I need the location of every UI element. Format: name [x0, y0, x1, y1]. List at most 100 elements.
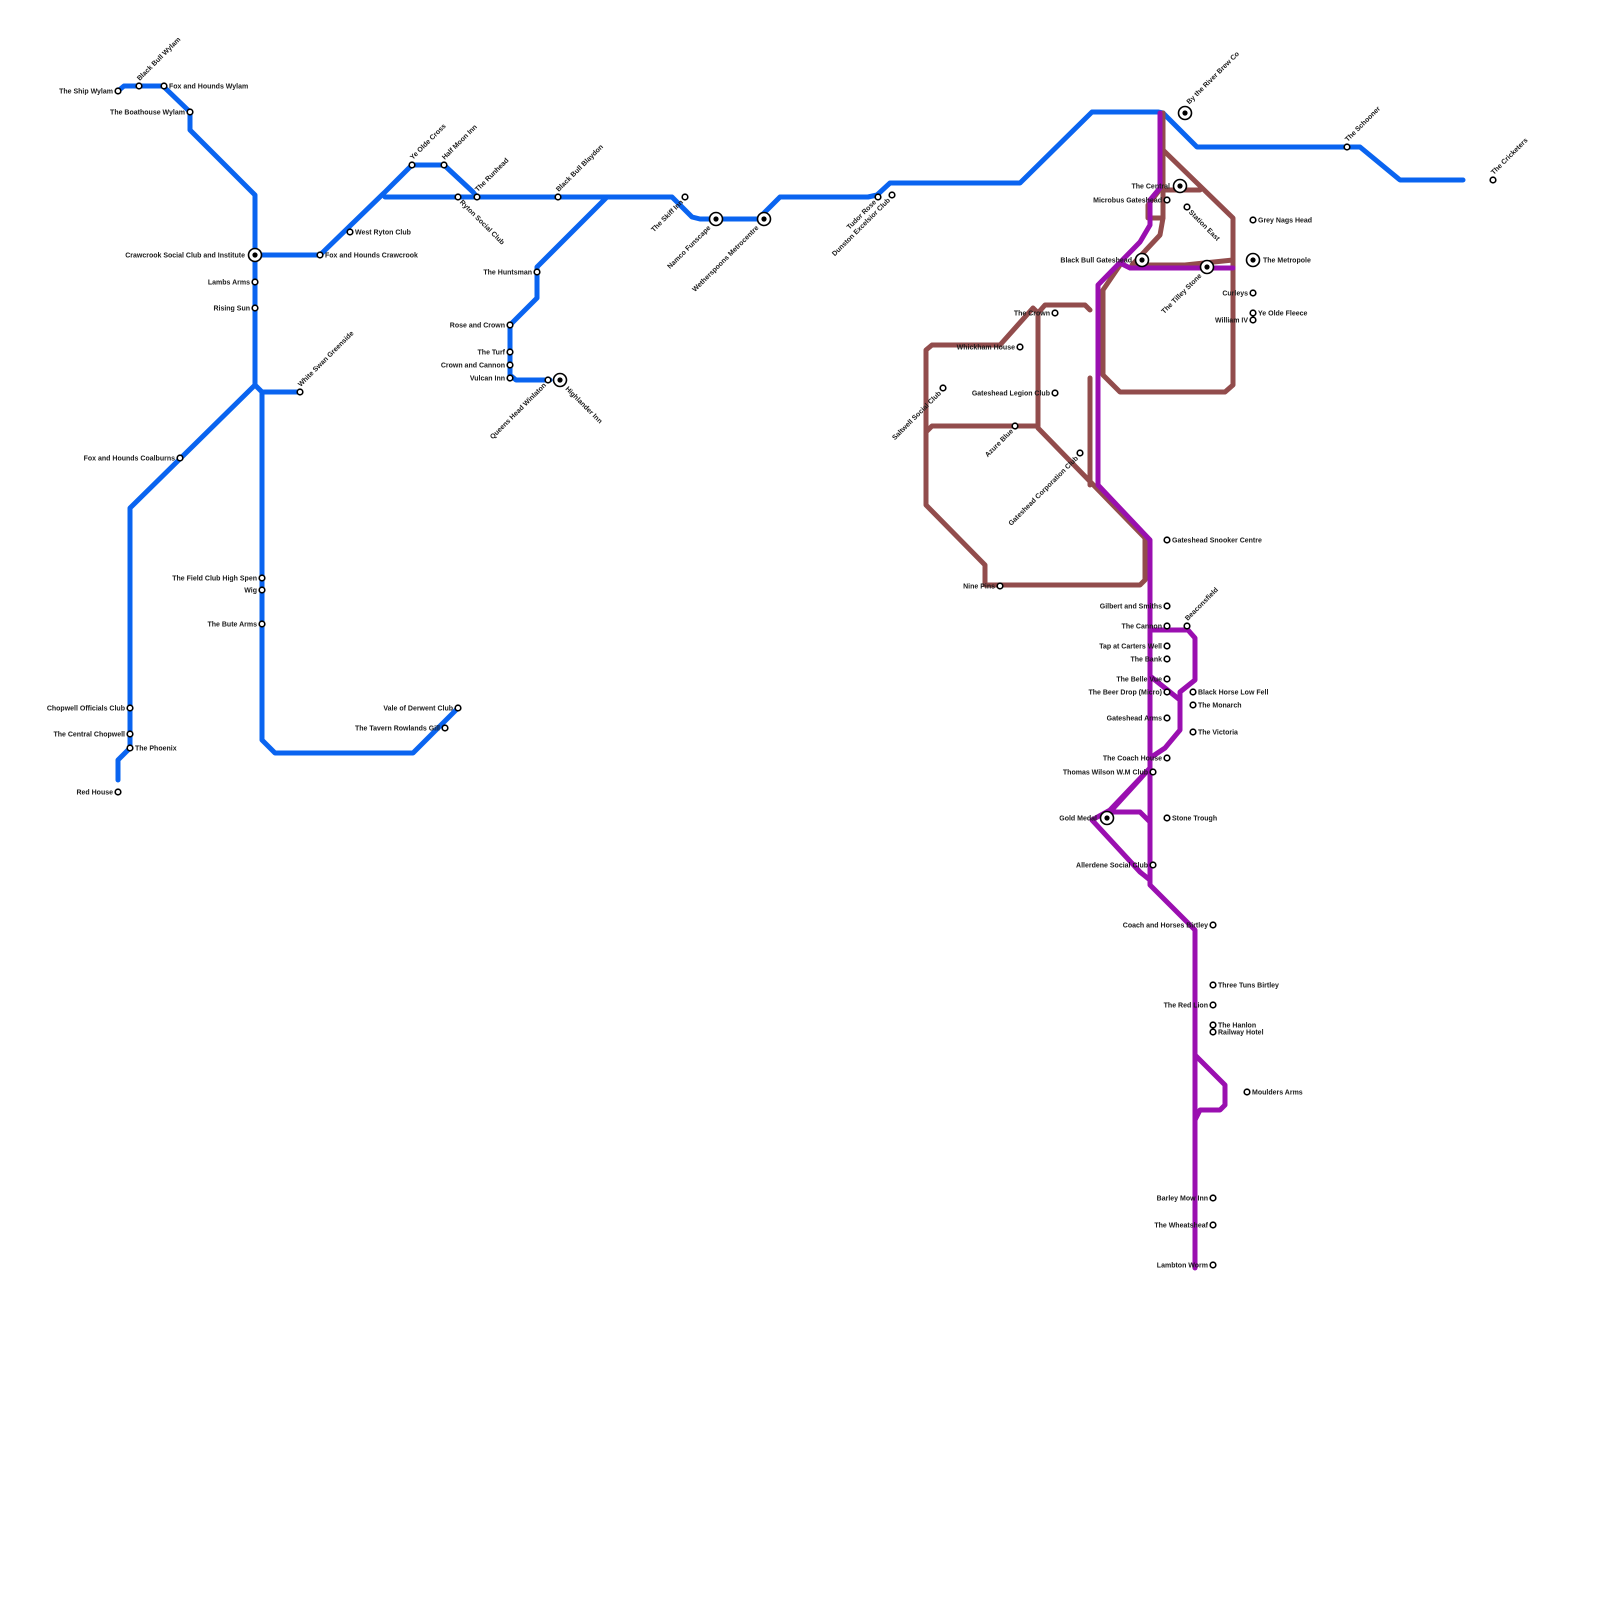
station-marker [440, 161, 448, 169]
station-schooner[interactable] [1343, 143, 1351, 151]
station-vale-derwent[interactable] [454, 704, 462, 712]
station-tavern-rowlands[interactable] [441, 724, 449, 732]
station-marker [681, 193, 689, 201]
station-marker [1163, 675, 1171, 683]
station-skiff-inn[interactable] [681, 193, 689, 201]
station-tudor-rose[interactable] [874, 193, 882, 201]
station-marker [1209, 1194, 1217, 1202]
station-coach-house[interactable] [1163, 754, 1171, 762]
station-fox-hounds-coalburns[interactable] [176, 454, 184, 462]
station-ryton-social[interactable] [454, 193, 462, 201]
station-label-black-horse: Black Horse Low Fell [1198, 690, 1268, 697]
station-azure-blue[interactable] [1011, 422, 1019, 430]
station-black-bull-wylam[interactable] [135, 82, 143, 90]
station-label-belle-vue: The Belle Vue [1116, 677, 1162, 684]
station-wheatsheaf[interactable] [1209, 1221, 1217, 1229]
station-whickham-house[interactable] [1016, 343, 1024, 351]
station-the-bank[interactable] [1163, 655, 1171, 663]
station-three-tuns[interactable] [1209, 981, 1217, 989]
station-fox-hounds-crawcrook[interactable] [316, 251, 324, 259]
station-the-central[interactable] [1172, 178, 1188, 194]
station-ye-olde-fleece[interactable] [1249, 309, 1257, 317]
station-marker [1209, 1021, 1217, 1029]
station-wetherspoons[interactable] [756, 211, 772, 227]
station-gilbert-smiths[interactable] [1163, 602, 1171, 610]
station-rose-crown[interactable] [506, 321, 514, 329]
station-wig[interactable] [258, 586, 266, 594]
station-lambton-worm[interactable] [1209, 1261, 1217, 1269]
station-fox-hounds-wylam[interactable] [160, 82, 168, 90]
station-half-moon[interactable] [440, 161, 448, 169]
station-dunston[interactable] [888, 191, 896, 199]
station-namco[interactable] [708, 211, 724, 227]
station-beer-drop[interactable] [1163, 688, 1171, 696]
station-william-iv[interactable] [1249, 316, 1257, 324]
station-curleys[interactable] [1249, 289, 1257, 297]
station-rising-sun[interactable] [251, 304, 259, 312]
station-belle-vue[interactable] [1163, 675, 1171, 683]
station-west-ryton[interactable] [346, 228, 354, 236]
station-saltwell-social[interactable] [939, 384, 947, 392]
station-huntsman[interactable] [533, 268, 541, 276]
station-label-the-central: The Central [1131, 184, 1170, 191]
station-white-swan[interactable] [296, 388, 304, 396]
station-the-cannon[interactable] [1163, 622, 1171, 630]
station-grey-nags[interactable] [1249, 216, 1257, 224]
station-coach-horses[interactable] [1209, 921, 1217, 929]
station-marker [1249, 289, 1257, 297]
station-tap-carters[interactable] [1163, 642, 1171, 650]
station-nine-pins[interactable] [996, 582, 1004, 590]
station-the-monarch[interactable] [1189, 701, 1197, 709]
station-black-bull-blaydon[interactable] [554, 193, 562, 201]
station-allerdene[interactable] [1149, 861, 1157, 869]
station-bute-arms[interactable] [258, 620, 266, 628]
station-by-the-river[interactable] [1177, 105, 1193, 121]
station-lambs-arms[interactable] [251, 278, 259, 286]
station-red-lion[interactable] [1209, 1001, 1217, 1009]
station-phoenix[interactable] [126, 744, 134, 752]
station-queens-head[interactable] [544, 376, 552, 384]
station-microbus[interactable] [1163, 196, 1171, 204]
station-gold-medal[interactable] [1099, 810, 1115, 826]
station-thomas-wilson[interactable] [1149, 768, 1157, 776]
station-cricketers[interactable] [1489, 176, 1497, 184]
station-the-hanlon[interactable] [1209, 1021, 1217, 1029]
station-railway-hotel[interactable] [1209, 1028, 1217, 1036]
station-central-chopwell[interactable] [126, 730, 134, 738]
station-metropole[interactable] [1245, 252, 1261, 268]
station-red-house[interactable] [114, 788, 122, 796]
station-label-gateshead-corporation: Gateshead Corporation Club [1008, 455, 1080, 527]
interchange-dot [761, 216, 767, 222]
station-station-east[interactable] [1183, 203, 1191, 211]
station-crown-cannon[interactable] [506, 361, 514, 369]
brown-line-north-loop [1129, 110, 1236, 268]
station-vulcan-inn[interactable] [506, 374, 514, 382]
station-black-bull-gateshead[interactable] [1134, 252, 1150, 268]
station-beaconsfield[interactable] [1183, 622, 1191, 630]
station-stone-trough[interactable] [1163, 814, 1171, 822]
station-ye-olde-cross[interactable] [408, 161, 416, 169]
station-gateshead-legion[interactable] [1051, 389, 1059, 397]
station-chopwell-officials[interactable] [126, 704, 134, 712]
station-label-runhead: The Runhead [474, 157, 510, 193]
station-the-victoria[interactable] [1189, 728, 1197, 736]
station-gateshead-corporation[interactable] [1076, 449, 1084, 457]
station-turf[interactable] [506, 348, 514, 356]
station-label-nine-pins: Nine Pins [963, 584, 995, 591]
station-moulders-arms[interactable] [1243, 1088, 1251, 1096]
station-highlander[interactable] [552, 372, 568, 388]
station-barley-mow[interactable] [1209, 1194, 1217, 1202]
station-the-crown[interactable] [1051, 309, 1059, 317]
station-gateshead-snooker[interactable] [1163, 536, 1171, 544]
station-label-namco: Namco Funscape [667, 225, 713, 271]
station-black-horse[interactable] [1189, 688, 1197, 696]
station-ship-wylam[interactable] [114, 87, 122, 95]
station-boathouse-wylam[interactable] [186, 108, 194, 116]
station-label-huntsman: The Huntsman [483, 270, 532, 277]
station-crawcrook-social[interactable] [247, 247, 263, 263]
station-label-phoenix: The Phoenix [135, 746, 177, 753]
station-field-club[interactable] [258, 574, 266, 582]
station-gateshead-arms[interactable] [1163, 714, 1171, 722]
station-runhead[interactable] [473, 193, 481, 201]
station-tilley-stone[interactable] [1199, 259, 1215, 275]
